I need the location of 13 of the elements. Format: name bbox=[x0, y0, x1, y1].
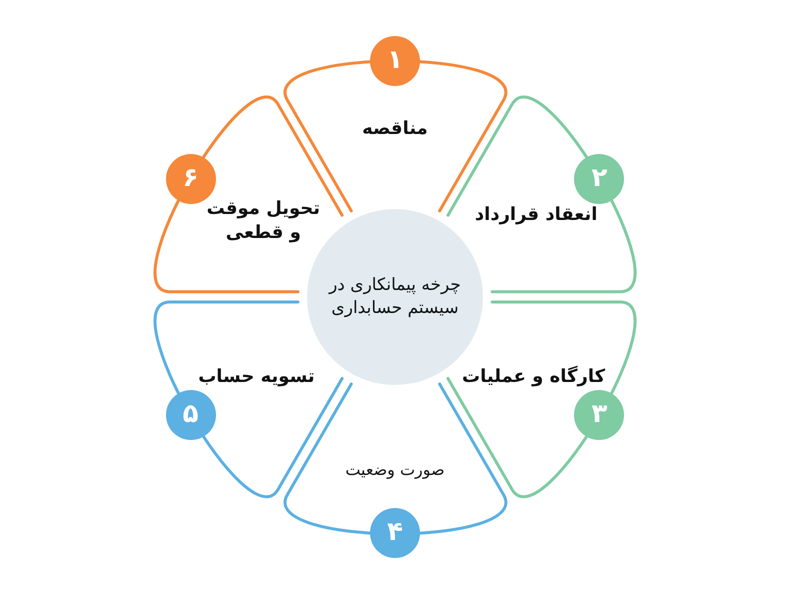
step-label: تحویل موقت و قطعی bbox=[206, 196, 321, 245]
step-label: صورت وضعیت bbox=[344, 459, 446, 481]
center-title: چرخه پیمانکاری در سیستم حسابداری bbox=[327, 274, 462, 320]
step-label: انعقاد قرارداد bbox=[474, 203, 598, 228]
step-number: ۳ bbox=[591, 398, 608, 432]
step-number: ۲ bbox=[591, 162, 608, 196]
step-label: کارگاه و عملیات bbox=[461, 364, 606, 389]
step-label: مناقصه bbox=[361, 116, 429, 141]
step-number: ۱ bbox=[387, 44, 403, 78]
step-number: ۵ bbox=[182, 398, 199, 432]
step-number: ۶ bbox=[182, 162, 199, 196]
step-label: تسویه حساب bbox=[197, 364, 316, 389]
step-number: ۴ bbox=[387, 516, 403, 550]
